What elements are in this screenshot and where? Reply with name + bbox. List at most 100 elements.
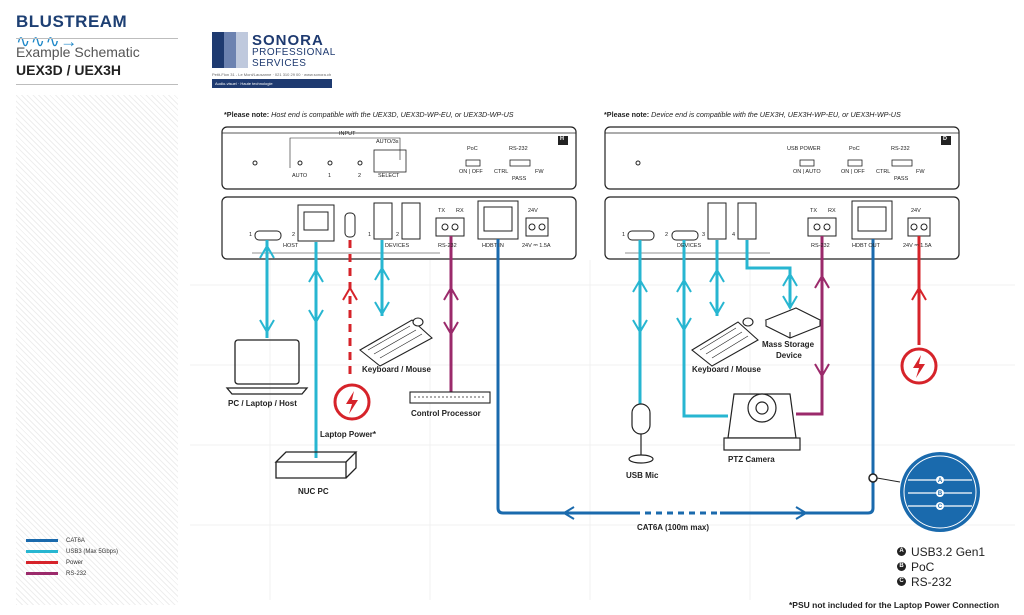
host-auto-led-label: AUTO [292,173,308,179]
control-processor-icon [409,391,491,404]
host-note: *Please note: Host end is compatible wit… [224,110,514,119]
sonora-tagline: Audio-visuel · Haute technologie [212,79,332,88]
legend-item-power: Power [26,557,118,568]
host-port2-label: 2 [292,232,296,238]
host-rs232-label: RS-232 [438,243,457,249]
usb-mic-icon [628,403,654,464]
legend-item-rs232: RS-232 [26,568,118,579]
svg-text:C: C [938,504,943,510]
device-p1-label: 1 [622,232,626,238]
device-rs232-front-label: RS-232 [891,146,910,152]
sonora-mark-icon [212,32,248,68]
legend-item-usb3: USB3 (Max 5Gbps) [26,546,118,557]
host-port1-label: 1 [249,232,253,238]
device-badge [941,136,951,145]
device-tx-label: TX [810,208,818,214]
host-hdbt-in-label: HDBT IN [482,243,504,249]
host-poc-label: PoC [467,146,478,152]
pc-label: PC / Laptop / Host [228,399,297,408]
device-keyboard-label: Keyboard / Mouse [692,365,761,374]
host-rs232-front-label: RS-232 [509,146,528,152]
power-bolt-icon-device [900,347,938,385]
host-front-panel [221,126,577,190]
mass-storage-label-1: Mass Storage [762,340,815,349]
power-bolt-icon [333,383,371,421]
sidebar: BLUSTREAM ∿∿∿→ Example Schematic UEX3D /… [0,0,190,615]
legend-item-cat6a: CAT6A [26,535,118,546]
wave-icon: ∿∿∿→ [16,32,78,51]
rs232-cables [443,236,830,416]
host-rx-label: RX [456,208,464,214]
device-p4-label: 4 [732,232,736,238]
nuc-label: NUC PC [298,487,329,496]
sonora-address: Petit-Flon 31 - Le Mont/Lausanne · 021 3… [212,72,332,77]
host-24v-label: 24V [528,208,538,214]
footnote: *PSU not included for the Laptop Power C… [789,600,1000,610]
device-fw-label: FW [916,169,925,175]
host-in1-label: 1 [328,173,332,179]
host-pass-label: PASS [512,176,527,182]
device-poc-label: PoC [849,146,860,152]
cable-cross-section: A B C [900,452,980,532]
sonora-name: SONORA [252,32,324,49]
sonora-line2: PROFESSIONAL [252,47,336,58]
host-keyboard-label: Keyboard / Mouse [362,365,431,374]
nuc-pc-icon [274,451,358,479]
device-usb-power-label: USB POWER [787,146,821,152]
host-power-rating: 24V ⎓ 1.5A [522,243,551,249]
host-host-label: HOST [283,243,299,249]
host-tx-label: TX [438,208,446,214]
host-input-title: INPUT [339,131,356,137]
device-24v-label: 24V [911,208,921,214]
host-auto-button-label: AUTO/3s [376,139,399,145]
device-hdbt-out-label: HDBT OUT [852,243,881,249]
power-cables [342,236,927,380]
device-rs232-label: RS-232 [811,243,830,249]
device-rx-label: RX [828,208,836,214]
svg-text:A: A [938,478,943,484]
divider [16,38,178,39]
sonora-logo: SONORA PROFESSIONAL SERVICES Petit-Flon … [212,32,335,90]
host-select-label: SELECT [378,173,400,179]
device-badge-letter: D [943,136,947,142]
device-devices-label: DEVICES [677,243,702,249]
ptz-camera-icon [723,393,801,451]
usb-mic-label: USB Mic [626,471,659,480]
host-in2-label: 2 [358,173,362,179]
device-ctrl-label: CTRL [876,169,891,175]
device-pass-label: PASS [894,176,909,182]
device-note: *Please note: Device end is compatible w… [604,110,901,119]
divider [16,84,178,85]
blustream-logo: BLUSTREAM ∿∿∿→ [16,12,128,51]
hatched-panel [16,95,178,605]
host-badge-letter: H [560,136,564,142]
ptz-camera-label: PTZ Camera [728,455,775,464]
laptop-power-label: Laptop Power* [320,430,377,439]
device-power-rating: 24V ⎓ 1.5A [903,243,932,249]
host-badge [558,136,568,145]
device-front-panel [604,126,960,190]
host-dev2-label: 2 [396,232,400,238]
keyboard-icon-device [691,317,759,367]
control-processor-label: Control Processor [411,409,481,418]
host-fw-label: FW [535,169,544,175]
host-dev1-label: 1 [368,232,372,238]
keyboard-icon [359,317,433,367]
mass-storage-label-2: Device [776,351,802,360]
device-p2-label: 2 [665,232,669,238]
host-devices-label: DEVICES [385,243,410,249]
mass-storage-icon [764,307,822,339]
host-ctrl-label: CTRL [494,169,509,175]
usb3-cables [259,240,798,458]
cat6a-cable [496,239,901,520]
device-usb-switch-label: ON | AUTO [793,169,821,175]
cat6a-label: CAT6A (100m max) [637,523,710,532]
device-poc-switch-label: ON | OFF [841,169,865,175]
host-poc-switch-label: ON | OFF [459,169,483,175]
laptop-icon [225,339,309,395]
schematic-title: Example Schematic [16,44,140,60]
